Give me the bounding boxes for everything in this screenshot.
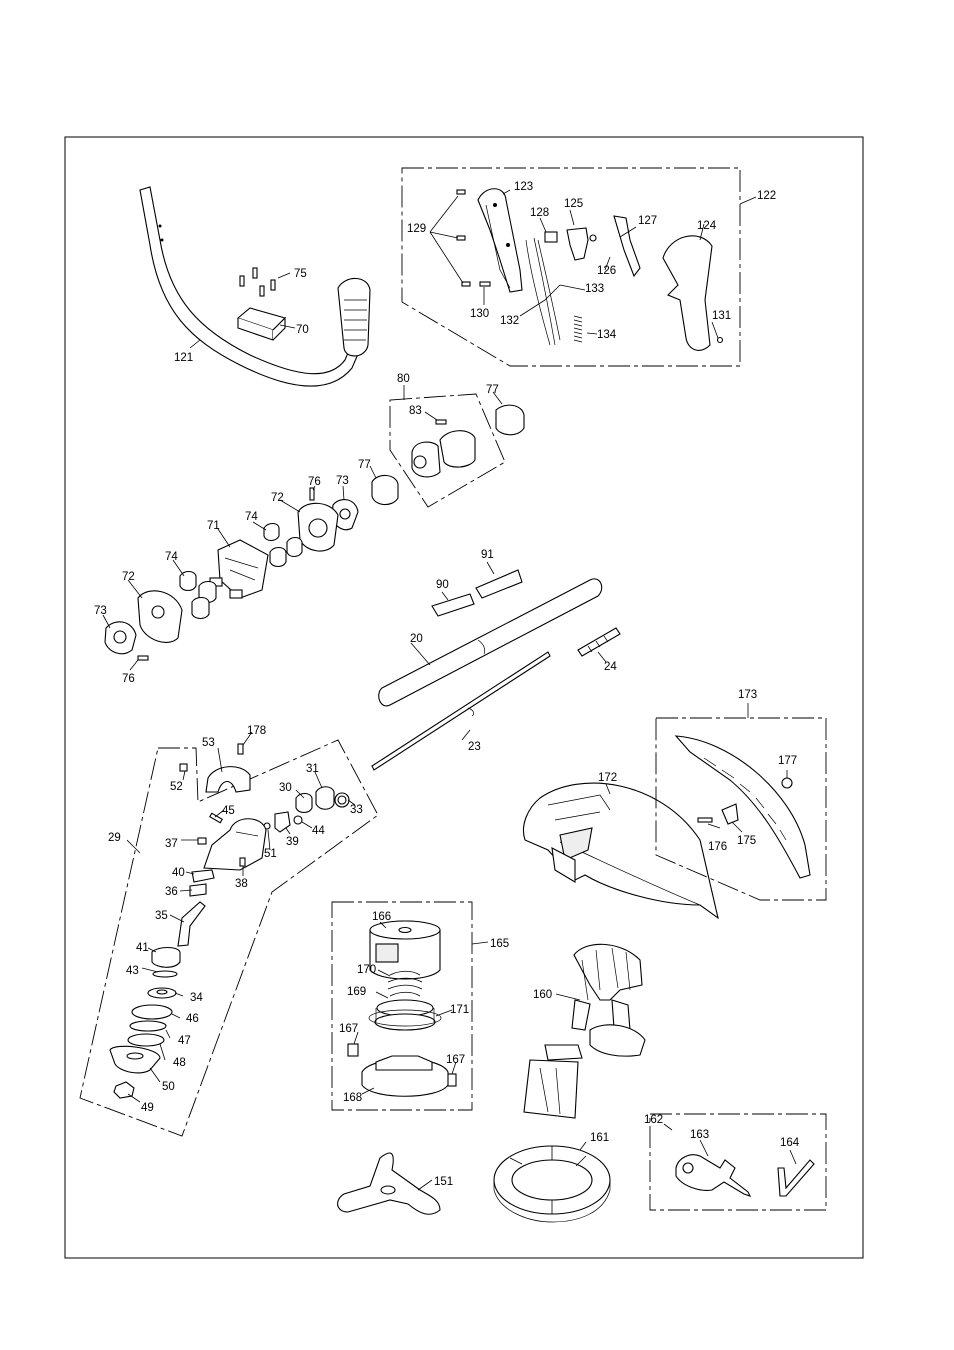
label-166: 166: [372, 911, 391, 923]
label-20: 20: [410, 633, 423, 645]
label-169: 169: [347, 986, 366, 998]
label-126: 126: [597, 265, 616, 277]
label-44: 44: [312, 825, 325, 837]
label-167b: 167: [446, 1054, 465, 1066]
label-41: 41: [136, 942, 149, 954]
label-30: 30: [279, 782, 292, 794]
label-77a: 77: [486, 384, 499, 396]
label-71: 71: [207, 520, 220, 532]
label-175: 175: [737, 835, 756, 847]
part-gear-head-group-29: [80, 732, 378, 1136]
label-178: 178: [247, 725, 266, 737]
label-168: 168: [343, 1092, 362, 1104]
label-131: 131: [712, 310, 731, 322]
part-tool-kit-162: [650, 1114, 826, 1210]
label-73b: 73: [94, 605, 107, 617]
label-161: 161: [590, 1132, 609, 1144]
label-39: 39: [286, 836, 299, 848]
label-172: 172: [598, 772, 617, 784]
label-38: 38: [235, 878, 248, 890]
label-76b: 76: [122, 673, 135, 685]
label-127: 127: [638, 215, 657, 227]
label-173: 173: [738, 689, 757, 701]
label-91: 91: [481, 549, 494, 561]
label-167a: 167: [339, 1023, 358, 1035]
label-160: 160: [533, 989, 552, 1001]
label-76a: 76: [308, 476, 321, 488]
label-49: 49: [141, 1102, 154, 1114]
label-162: 162: [644, 1114, 663, 1126]
label-177: 177: [778, 755, 797, 767]
part-clamp-group-80: [370, 385, 524, 507]
part-harness-160: [524, 944, 645, 1118]
label-37: 37: [165, 838, 178, 850]
label-24: 24: [604, 661, 617, 673]
label-80: 80: [397, 373, 410, 385]
label-176: 176: [708, 841, 727, 853]
label-130: 130: [470, 308, 489, 320]
label-133: 133: [585, 283, 604, 295]
label-151: 151: [434, 1176, 453, 1188]
label-34: 34: [190, 992, 203, 1004]
label-132: 132: [500, 315, 519, 327]
label-124: 124: [697, 220, 717, 232]
label-171: 171: [450, 1004, 469, 1016]
label-51: 51: [264, 848, 277, 860]
part-drive-tube-group: [372, 562, 620, 770]
part-guard-172: [523, 783, 718, 918]
label-50: 50: [162, 1081, 175, 1093]
label-164: 164: [780, 1137, 800, 1149]
label-43: 43: [126, 965, 139, 977]
label-48: 48: [173, 1057, 186, 1069]
label-77b: 77: [358, 459, 371, 471]
part-ring-161: [494, 1142, 610, 1222]
label-163: 163: [690, 1129, 709, 1141]
label-52: 52: [170, 781, 183, 793]
label-53: 53: [202, 737, 215, 749]
label-74a: 74: [245, 511, 258, 523]
label-83: 83: [409, 405, 422, 417]
part-blade-151: [338, 1153, 440, 1214]
label-72a: 72: [271, 492, 284, 504]
label-46: 46: [186, 1013, 199, 1025]
part-engine-mount-group: [103, 486, 358, 670]
label-33: 33: [350, 804, 363, 816]
label-128: 128: [530, 207, 549, 219]
label-70: 70: [296, 324, 309, 336]
label-75: 75: [294, 268, 307, 280]
label-129: 129: [407, 223, 426, 235]
label-72b: 72: [122, 571, 135, 583]
label-165: 165: [490, 938, 509, 950]
label-90: 90: [436, 579, 449, 591]
label-73a: 73: [336, 475, 349, 487]
label-134: 134: [597, 329, 617, 341]
label-121: 121: [174, 352, 193, 364]
label-40: 40: [172, 867, 185, 879]
label-47: 47: [178, 1035, 191, 1047]
label-170: 170: [357, 964, 376, 976]
label-35: 35: [155, 910, 168, 922]
label-31: 31: [306, 763, 319, 775]
label-36: 36: [165, 886, 178, 898]
label-74b: 74: [165, 551, 178, 563]
label-125: 125: [564, 198, 583, 210]
label-122: 122: [757, 190, 776, 202]
label-123: 123: [514, 181, 533, 193]
label-45: 45: [222, 805, 235, 817]
label-23: 23: [468, 741, 481, 753]
label-29: 29: [108, 832, 121, 844]
